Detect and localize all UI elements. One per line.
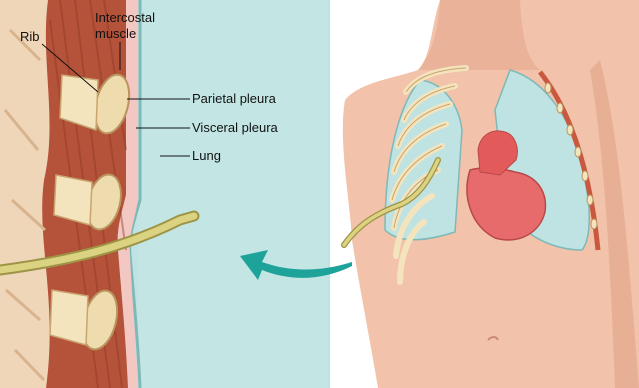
label-visceral-pleura: Visceral pleura (192, 120, 278, 135)
label-rib: Rib (20, 29, 40, 44)
lung-region-fill (138, 0, 328, 388)
label-intercostal-line2: muscle (95, 26, 136, 41)
label-parietal-pleura: Parietal pleura (192, 91, 276, 106)
label-lung: Lung (192, 148, 221, 163)
torso-illustration (343, 0, 639, 388)
label-intercostal-line1: Intercostal (95, 10, 155, 25)
subcutaneous-tissue (0, 0, 50, 388)
